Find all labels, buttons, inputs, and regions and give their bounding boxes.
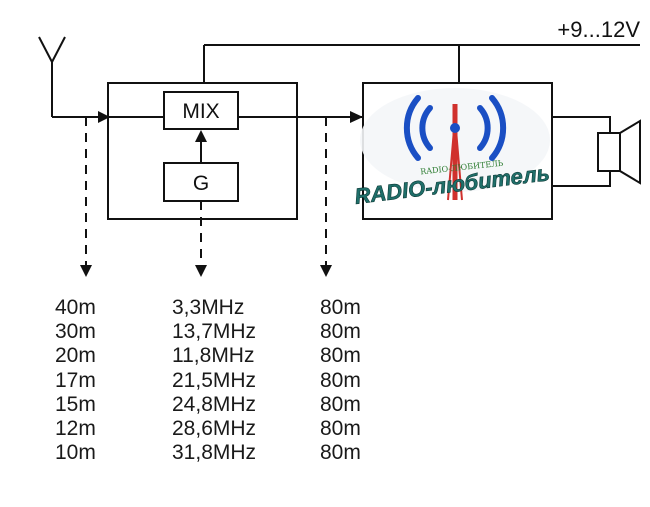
lo-frequency-cell: 21,5MHz (172, 368, 257, 392)
mixer-block (163, 91, 239, 130)
band-cell: 10m (55, 441, 96, 465)
band-cell: 30m (55, 320, 96, 344)
audio-output-line (552, 116, 611, 187)
speaker-icon (597, 119, 641, 185)
rf-input-arrow (98, 111, 110, 123)
lo-frequency-cell: 13,7MHz (172, 320, 257, 344)
if-band-cell: 80m (320, 296, 361, 319)
radio-tower-icon (447, 104, 463, 201)
radio-lyubitel-logo: RADIO-ЛЮБИТЕЛЬ RADIO-любитель (353, 88, 551, 209)
mixer-label: MIX (182, 100, 219, 123)
generator-block (163, 162, 239, 202)
band-cell: 12m (55, 417, 96, 441)
band-cell: 40m (55, 296, 96, 319)
if-output-arrow (350, 111, 363, 123)
if-band-cell: 80m (320, 320, 361, 344)
if-band-cell: 80m (320, 368, 361, 392)
testpoint-band (80, 117, 92, 277)
if-band-cell: 80m (320, 417, 361, 441)
if-band-column: 80m 80m 80m 80m 80m 80m 80m (320, 296, 361, 465)
lo-frequency-cell: 11,8MHz (172, 344, 255, 368)
lo-frequency-cell: 31,8MHz (172, 441, 257, 465)
lo-feed-arrow (195, 130, 207, 142)
generator-label: G (193, 172, 209, 195)
lo-frequency-cell: 24,8MHz (172, 392, 257, 416)
if-band-cell: 80m (320, 441, 361, 465)
band-column: 40m 30m 20m 17m 15m 12m 10m (55, 296, 96, 465)
if-band-cell: 80m (320, 344, 361, 368)
antenna-icon (38, 36, 66, 117)
lo-frequency-column: 3,3MHz 13,7MHz 11,8MHz 21,5MHz 24,8MHz 2… (172, 296, 256, 465)
band-cell: 15m (55, 392, 96, 416)
testpoint-lo (195, 201, 207, 277)
testpoint-if (320, 117, 332, 277)
radio-waves-icon (403, 95, 507, 161)
converter-block (107, 82, 298, 220)
supply-label: +9...12V (557, 17, 640, 42)
band-cell: 20m (55, 344, 96, 368)
if-band-cell: 80m (320, 392, 361, 416)
lo-frequency-cell: 28,6MHz (172, 417, 257, 441)
lo-frequency-cell: 3,3MHz (172, 296, 245, 319)
band-cell: 17m (55, 368, 96, 392)
